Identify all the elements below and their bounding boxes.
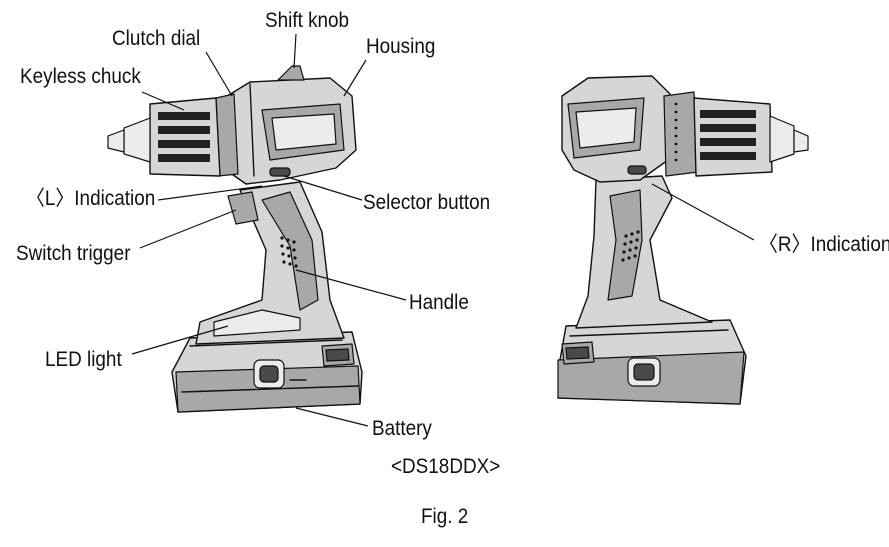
model-label: <DS18DDX> (391, 455, 501, 478)
right-housing (561, 75, 671, 183)
label-switch-trigger: Switch trigger (16, 242, 131, 265)
right-handle (575, 175, 713, 329)
left-drill (107, 65, 363, 413)
left-handle (195, 181, 345, 345)
leader-lines (131, 33, 755, 427)
label-selector-button: Selector button (363, 191, 491, 214)
label-led-light: LED light (45, 348, 122, 371)
label-battery: Battery (372, 417, 432, 440)
left-chuck (107, 93, 239, 177)
right-battery (557, 319, 747, 405)
label-shift-knob: Shift knob (265, 9, 350, 32)
label-handle: Handle (409, 291, 469, 314)
label-housing: Housing (366, 35, 436, 58)
label-r-indication: 〈R〉Indication (759, 233, 889, 256)
label-l-indication: 〈L〉Indication (26, 187, 156, 210)
right-drill (557, 75, 809, 405)
label-clutch-dial: Clutch dial (112, 27, 201, 50)
left-battery (171, 331, 363, 413)
right-chuck (663, 91, 809, 177)
left-housing (223, 65, 357, 185)
figure-caption: Fig. 2 (421, 505, 469, 528)
label-keyless-chuck: Keyless chuck (20, 65, 141, 88)
